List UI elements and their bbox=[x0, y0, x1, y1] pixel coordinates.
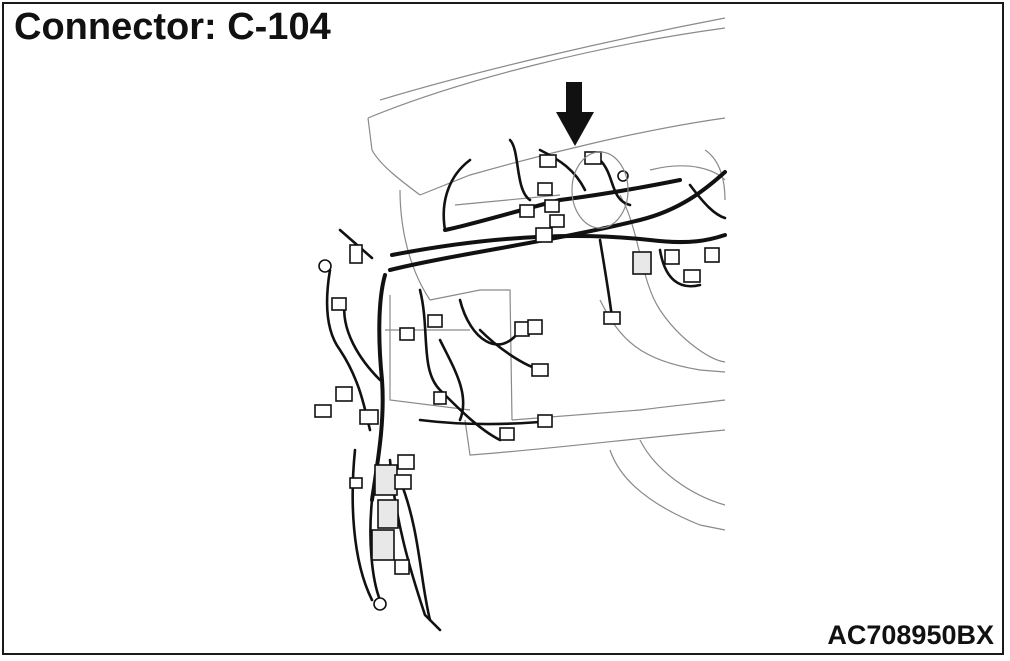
connector-title: Connector: C-104 bbox=[14, 6, 331, 48]
figure-code: AC708950BX bbox=[827, 620, 994, 650]
connectors bbox=[314, 151, 720, 611]
arrow-down-icon bbox=[556, 82, 594, 146]
dashboard-outline bbox=[367, 17, 726, 531]
